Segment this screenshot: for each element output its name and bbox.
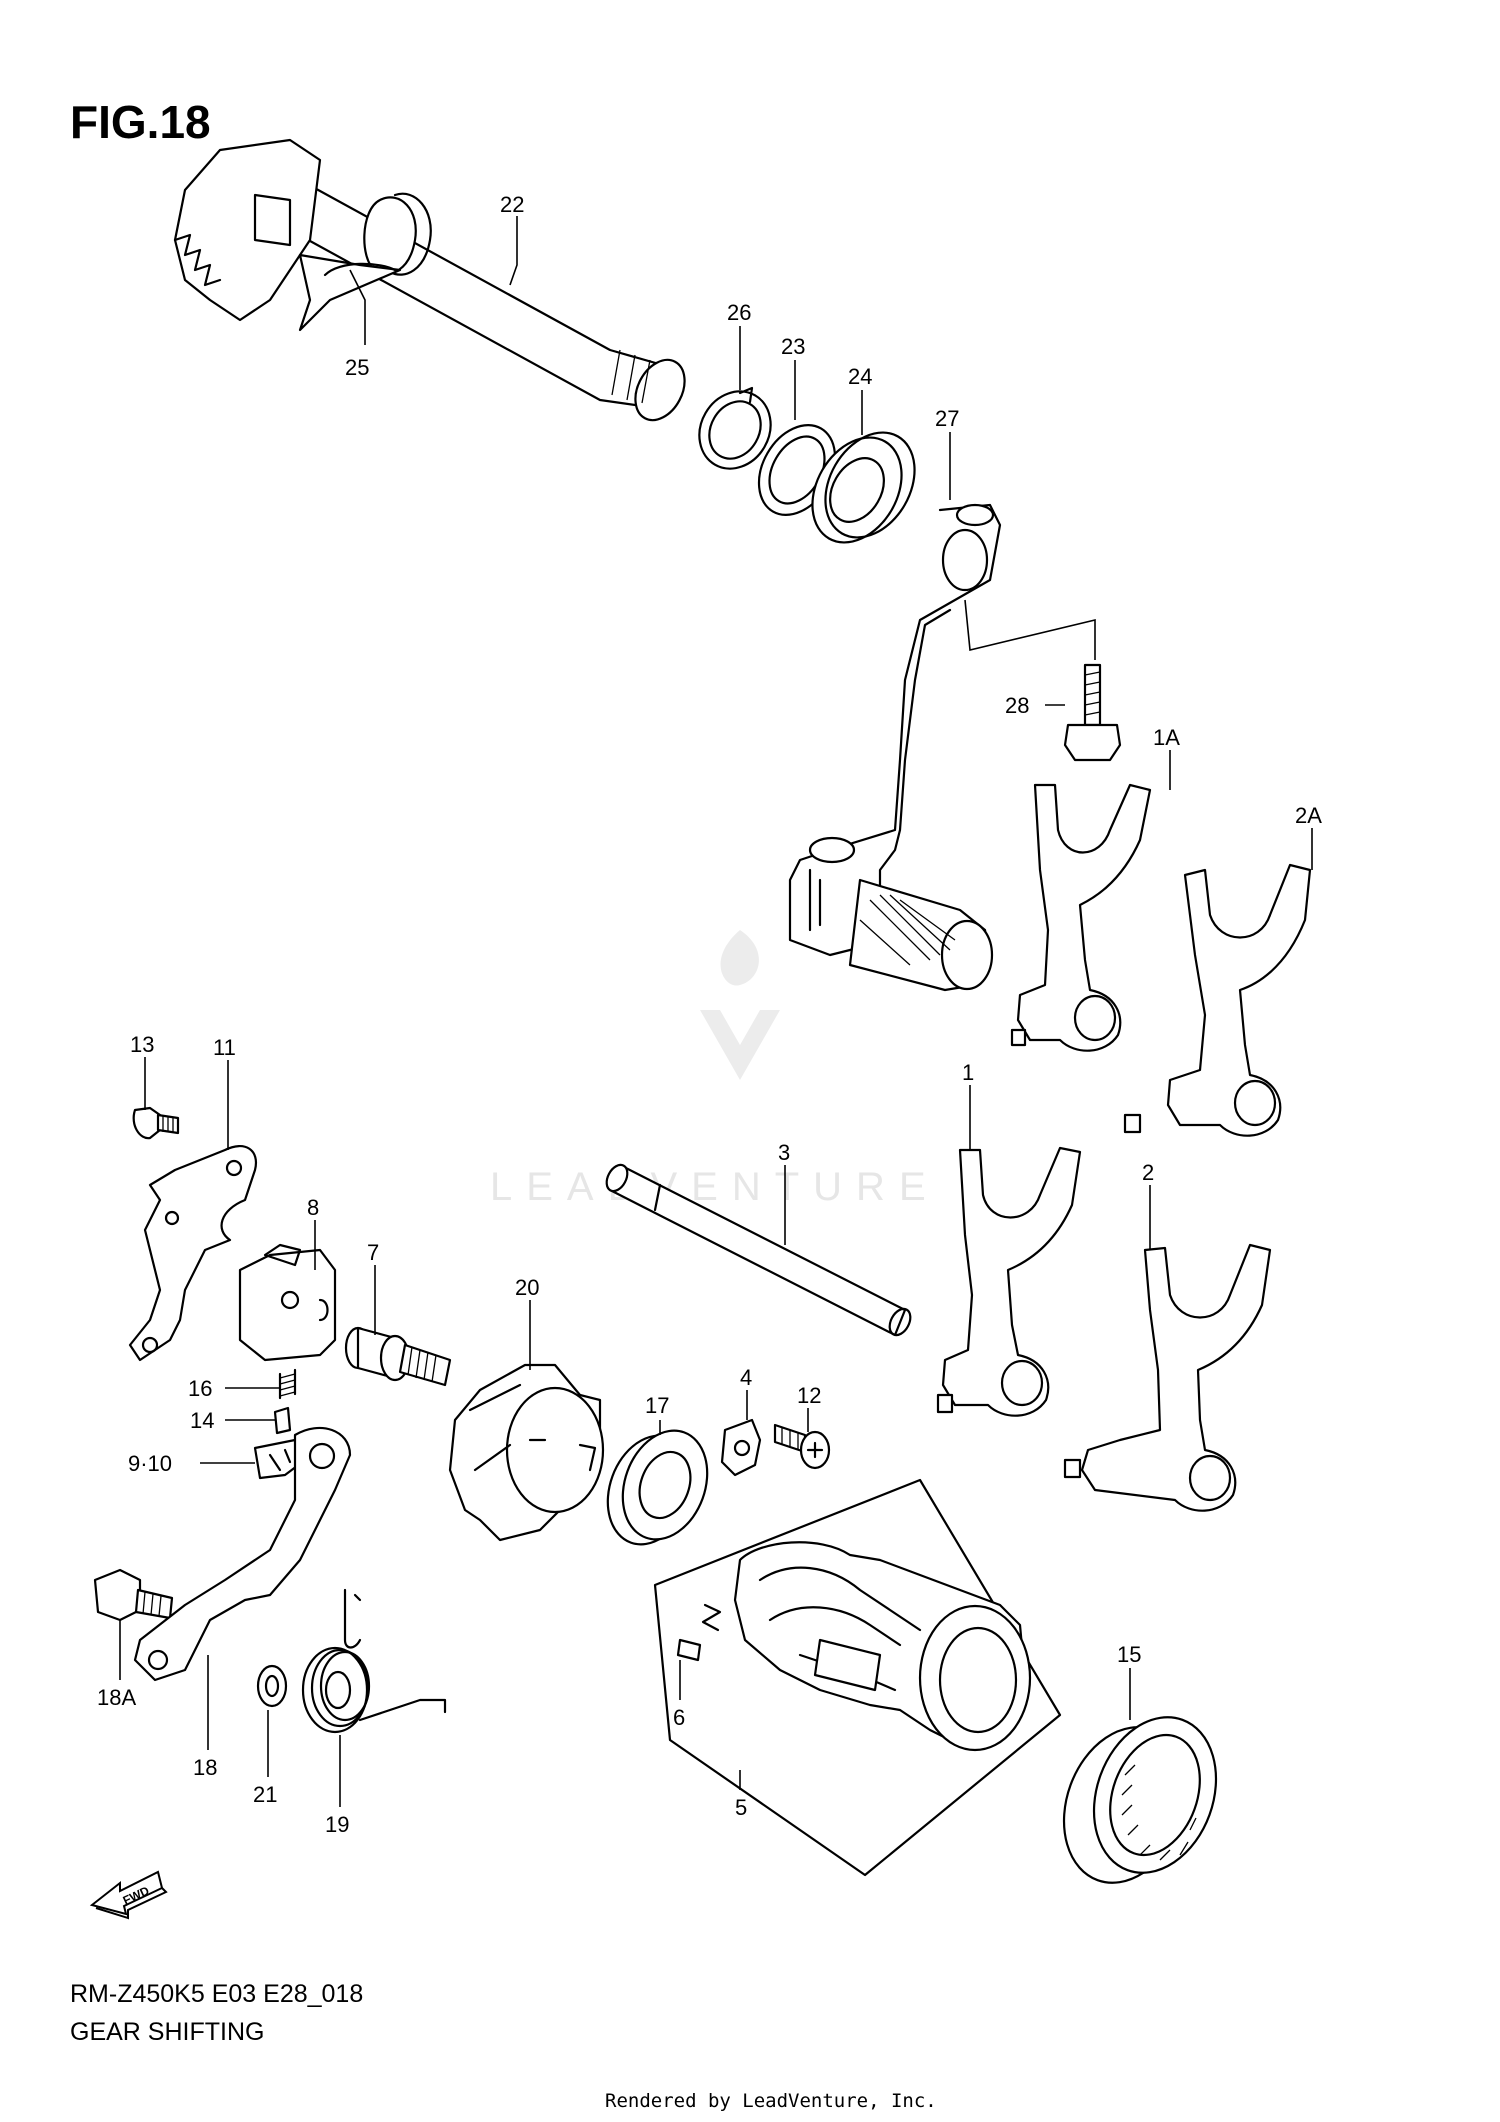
- callout-21[interactable]: 21: [253, 1782, 277, 1807]
- callout-20[interactable]: 20: [515, 1275, 539, 1300]
- part-28-bolt[interactable]: [1063, 663, 1122, 762]
- part-22-gearshift-shaft[interactable]: [173, 138, 694, 429]
- callout-4[interactable]: 4: [740, 1365, 752, 1390]
- part-8-cam-gear[interactable]: [238, 1243, 337, 1362]
- footer-credit: Rendered by LeadVenture, Inc.: [605, 2090, 937, 2112]
- callout-28[interactable]: 28: [1005, 693, 1029, 718]
- fwd-arrow-icon: FWD: [89, 1870, 168, 1920]
- part-14-pin[interactable]: [273, 1406, 292, 1435]
- part-26-circlip[interactable]: [686, 378, 785, 481]
- part-19-spring[interactable]: [301, 1588, 447, 1734]
- callout-18[interactable]: 18: [193, 1755, 217, 1780]
- part-27-gearshift-lever[interactable]: [788, 503, 1002, 992]
- part-3-fork-shaft[interactable]: [602, 1161, 914, 1338]
- leader-lines: [119, 216, 1313, 1807]
- callout-5[interactable]: 5: [735, 1795, 747, 1820]
- callout-2A[interactable]: 2A: [1295, 803, 1322, 828]
- part-5-cam-drum[interactable]: [653, 1478, 1062, 1877]
- callout-14[interactable]: 14: [190, 1408, 214, 1433]
- callout-27[interactable]: 27: [935, 406, 959, 431]
- callout-3[interactable]: 3: [778, 1140, 790, 1165]
- part-12-screw[interactable]: [773, 1423, 831, 1470]
- part-13-screw[interactable]: [132, 1106, 180, 1140]
- callout-2[interactable]: 2: [1142, 1160, 1154, 1185]
- callout-25[interactable]: 25: [345, 355, 369, 380]
- part-11-stopper-plate[interactable]: [128, 1144, 258, 1362]
- part-2A-shift-fork[interactable]: [1123, 863, 1312, 1137]
- part-4-washer[interactable]: [720, 1418, 762, 1477]
- callout-19[interactable]: 19: [325, 1812, 349, 1837]
- part-24-oil-seal[interactable]: [794, 417, 932, 559]
- callout-15[interactable]: 15: [1117, 1642, 1141, 1667]
- part-1-shift-fork[interactable]: [936, 1146, 1082, 1417]
- callout-17[interactable]: 17: [645, 1393, 669, 1418]
- diagram-code: RM-Z450K5 E03 E28_018: [70, 1980, 363, 2008]
- callout-8[interactable]: 8: [307, 1195, 319, 1220]
- callout-9-10[interactable]: 9·10: [128, 1451, 172, 1476]
- part-17-bearing[interactable]: [593, 1419, 721, 1557]
- part-25-spring[interactable]: [323, 262, 397, 277]
- leader-27-28: [964, 599, 1096, 660]
- callout-23[interactable]: 23: [781, 334, 805, 359]
- callout-24[interactable]: 24: [848, 364, 872, 389]
- part-2-shift-fork[interactable]: [1063, 1243, 1272, 1512]
- part-15-needle-bearing[interactable]: [1043, 1700, 1237, 1900]
- callout-12[interactable]: 12: [797, 1383, 821, 1408]
- figure-label: FIG.18: [70, 96, 211, 148]
- callout-1A[interactable]: 1A: [1153, 725, 1180, 750]
- watermark: LEADVENTURE: [490, 930, 940, 1209]
- callout-1[interactable]: 1: [962, 1060, 974, 1085]
- part-21-washer[interactable]: [256, 1664, 288, 1708]
- callout-6[interactable]: 6: [673, 1705, 685, 1730]
- callout-22[interactable]: 22: [500, 192, 524, 217]
- part-16-spring[interactable]: [278, 1368, 297, 1400]
- part-20-gearshift-cam[interactable]: [448, 1363, 605, 1542]
- part-18A-bolt[interactable]: [93, 1568, 174, 1622]
- part-1A-shift-fork[interactable]: [1010, 783, 1152, 1052]
- callout-11[interactable]: 11: [213, 1035, 236, 1060]
- callout-7[interactable]: 7: [367, 1240, 379, 1265]
- callout-16[interactable]: 16: [188, 1376, 212, 1401]
- callout-26[interactable]: 26: [727, 300, 751, 325]
- fwd-label: FWD: [121, 1883, 152, 1907]
- callout-13[interactable]: 13: [130, 1032, 154, 1057]
- diagram-title: GEAR SHIFTING: [70, 2018, 264, 2046]
- watermark-text: LEADVENTURE: [490, 1165, 940, 1209]
- part-18-gearshift-arm[interactable]: [133, 1426, 352, 1682]
- callout-18A[interactable]: 18A: [97, 1685, 136, 1710]
- callout-labels: 22 25 26 23 24 27 28 1A 2A 13 11 8 7 20 …: [97, 192, 1322, 1837]
- part-6-pin[interactable]: [676, 1638, 702, 1662]
- part-7-bolt[interactable]: [344, 1326, 452, 1387]
